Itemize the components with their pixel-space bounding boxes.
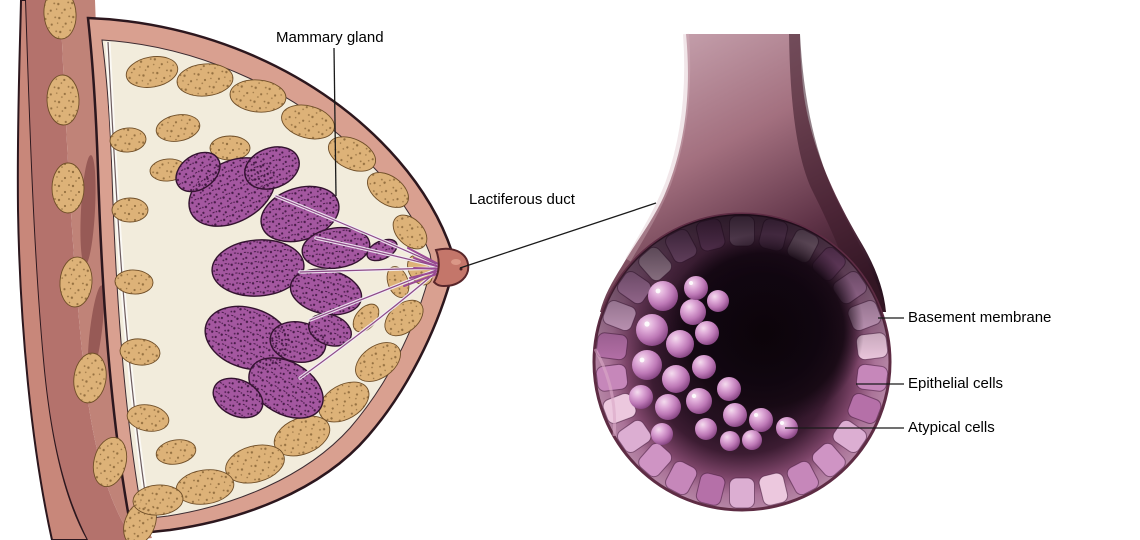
label-basement-membrane: Basement membrane [908,309,1052,326]
leader-lines [333,47,904,429]
label-mammary-gland: Mammary gland [276,29,384,46]
atypical-cell-cluster [629,276,798,451]
leader-lactiferous-duct [459,202,657,269]
muscle-streak [80,155,96,265]
nipple [432,247,470,288]
lactiferous-ducts [274,194,443,380]
label-atypical-cells: Atypical cells [908,419,995,436]
label-lactiferous-duct: Lactiferous duct [469,191,575,208]
tube-shadow [594,214,890,362]
cell-highlights [639,281,784,425]
muscle-streak [87,285,105,375]
duct-cross-section [592,33,892,512]
leader-mammary-gland [333,47,337,197]
breast-cross-section [16,0,470,540]
label-epithelial-cells: Epithelial cells [908,375,1004,392]
rim-highlight [593,348,617,437]
